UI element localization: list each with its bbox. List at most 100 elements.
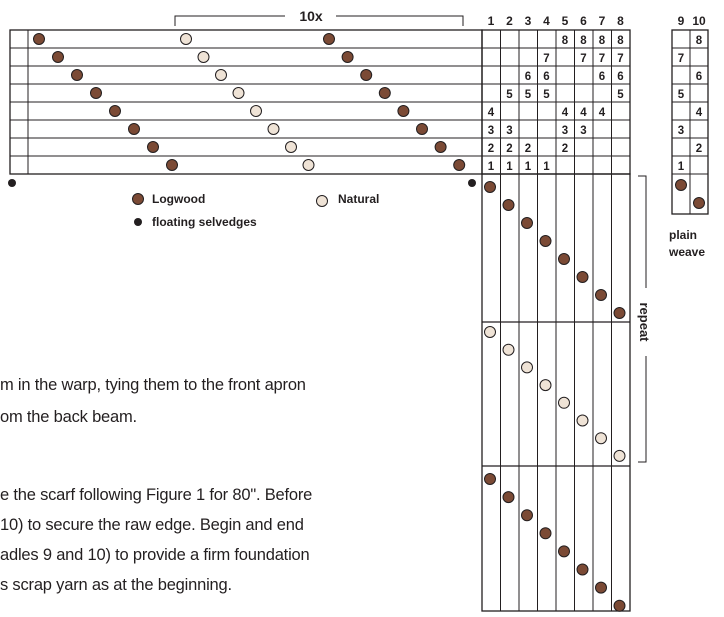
threading-dot-g3-4 — [378, 87, 391, 99]
threading-dot-g1-6 — [128, 123, 140, 135]
plain-cell-r7-c2: 2 — [696, 143, 702, 155]
tieup-cell-r8-c1: 1 — [488, 161, 495, 173]
plain-shaft-number-10: 10 — [692, 14, 706, 28]
tieup-cell-r3-c3: 6 — [525, 71, 531, 83]
tieup-cell-r6-c5: 3 — [562, 125, 568, 137]
tieup-cell-r4-c4: 5 — [543, 89, 550, 101]
treadling-dot-b2-2 — [502, 343, 515, 356]
plain-cell-r6-c1: 3 — [678, 125, 684, 137]
shaft-number-3: 3 — [525, 14, 532, 28]
tieup-cell-r5-c1: 4 — [488, 107, 495, 119]
tieup-cell-r7-c2: 2 — [506, 143, 512, 155]
legend-natural-label: Natural — [338, 192, 379, 206]
treadling-dot-b1-2 — [502, 199, 515, 211]
threading-dot-g2-5 — [250, 105, 262, 117]
legend: Logwood Natural floating selvedges — [132, 192, 379, 229]
tieup-cell-r5-c5: 4 — [562, 107, 569, 119]
tieup-cell-r1-c8: 8 — [617, 35, 624, 47]
plain-cell-r2-c1: 7 — [678, 53, 684, 65]
treadling-dots — [484, 181, 626, 612]
shaft-number-5: 5 — [562, 14, 569, 28]
tieup-cell-r3-c4: 6 — [543, 71, 549, 83]
plain-cell-r4-c1: 5 — [678, 89, 685, 101]
instruction-line-5: adles 9 and 10) to provide a firm founda… — [0, 546, 310, 564]
plain-weave-dot-2 — [693, 197, 705, 209]
tieup-cell-r2-c7: 7 — [599, 53, 605, 65]
threading-dot-g3-7 — [434, 141, 447, 153]
shaft-number-7: 7 — [599, 14, 606, 28]
tieup-cell-r2-c8: 7 — [617, 53, 623, 65]
treadling-dot-b3-8 — [613, 599, 626, 612]
legend-selvedge-label: floating selvedges — [152, 215, 257, 229]
treadling-dot-b3-2 — [502, 491, 515, 504]
treadling-dot-b1-6 — [576, 271, 589, 283]
threading-dot-g3-8 — [453, 159, 466, 171]
threading-dot-g2-2 — [197, 51, 210, 63]
treadling-dot-b3-5 — [558, 545, 570, 558]
treadling-dot-b1-1 — [484, 181, 496, 193]
selvedge-dot-right — [468, 179, 476, 187]
threading-dot-g3-1 — [323, 33, 335, 45]
tieup-cell-r4-c2: 5 — [506, 89, 513, 101]
threading-grid — [9, 29, 483, 175]
tieup-cell-r3-c7: 6 — [599, 71, 605, 83]
repeat-bracket-top — [174, 15, 464, 26]
treadling-dot-b2-6 — [576, 414, 589, 427]
threading-dots — [33, 33, 466, 171]
treadling-dot-b1-7 — [595, 289, 607, 301]
plain-weave-grid — [671, 29, 709, 215]
plain-weave-label-line2: weave — [668, 245, 705, 259]
tieup-cell-r7-c3: 2 — [525, 143, 531, 155]
threading-dot-g3-2 — [341, 51, 354, 63]
plain-cell-r1-c2: 8 — [696, 35, 703, 47]
selvedge-dot-left — [8, 179, 16, 187]
instruction-line-3: e the scarf following Figure 1 for 80". … — [0, 486, 313, 504]
treadling-dot-b2-7 — [595, 432, 607, 445]
tieup-grid-lines — [482, 30, 630, 174]
tieup-cell-r6-c1: 3 — [488, 125, 494, 137]
treadling-dot-b1-5 — [558, 253, 570, 265]
tieup-cell-r2-c4: 7 — [543, 53, 549, 65]
treadling-dot-b2-8 — [613, 449, 626, 462]
plain-weave-dot-1 — [675, 179, 687, 191]
plain-cell-r5-c2: 4 — [696, 107, 703, 119]
plain-cell-r8-c1: 1 — [678, 161, 685, 173]
tieup-cell-r4-c3: 5 — [525, 89, 532, 101]
legend-logwood-swatch — [132, 193, 144, 205]
tieup-cell-r8-c3: 1 — [525, 161, 532, 173]
threading-dot-g2-6 — [267, 123, 280, 135]
tieup-cell-r7-c1: 2 — [488, 143, 494, 155]
shaft-number-8: 8 — [617, 14, 624, 28]
threading-dot-g1-8 — [166, 159, 178, 171]
legend-natural-swatch — [316, 195, 328, 207]
tieup-cell-r6-c6: 3 — [580, 125, 586, 137]
threading-dot-g2-4 — [232, 87, 245, 99]
plain-weave-label-line1: plain — [669, 228, 697, 242]
tieup-cell-r1-c6: 8 — [580, 35, 587, 47]
treadling-dot-b3-7 — [595, 581, 607, 594]
legend-logwood-label: Logwood — [152, 192, 205, 206]
threading-dot-g2-3 — [215, 69, 227, 81]
repeat-count-label: 10x — [299, 8, 323, 24]
threading-dot-g1-7 — [147, 141, 159, 153]
plain-shaft-number-9: 9 — [678, 14, 685, 28]
threading-dot-g1-2 — [52, 51, 64, 63]
treadling-dot-b2-4 — [539, 379, 552, 392]
threading-dot-g2-8 — [302, 159, 315, 171]
treadling-dot-b3-3 — [521, 509, 533, 522]
treadling-grid-lines — [500, 174, 612, 611]
tieup-cell-r1-c5: 8 — [562, 35, 569, 47]
threading-dot-g1-4 — [90, 87, 102, 99]
treadling-dot-b3-4 — [539, 527, 552, 540]
threading-dot-g3-5 — [397, 105, 410, 117]
shaft-number-6: 6 — [580, 14, 587, 28]
instruction-line-1: m in the warp, tying them to the front a… — [0, 376, 306, 394]
tieup-cell-r8-c4: 1 — [543, 161, 550, 173]
tieup-cell-r5-c7: 4 — [599, 107, 606, 119]
tieup-cell-r3-c8: 6 — [617, 71, 623, 83]
threading-dot-g1-3 — [71, 69, 83, 81]
